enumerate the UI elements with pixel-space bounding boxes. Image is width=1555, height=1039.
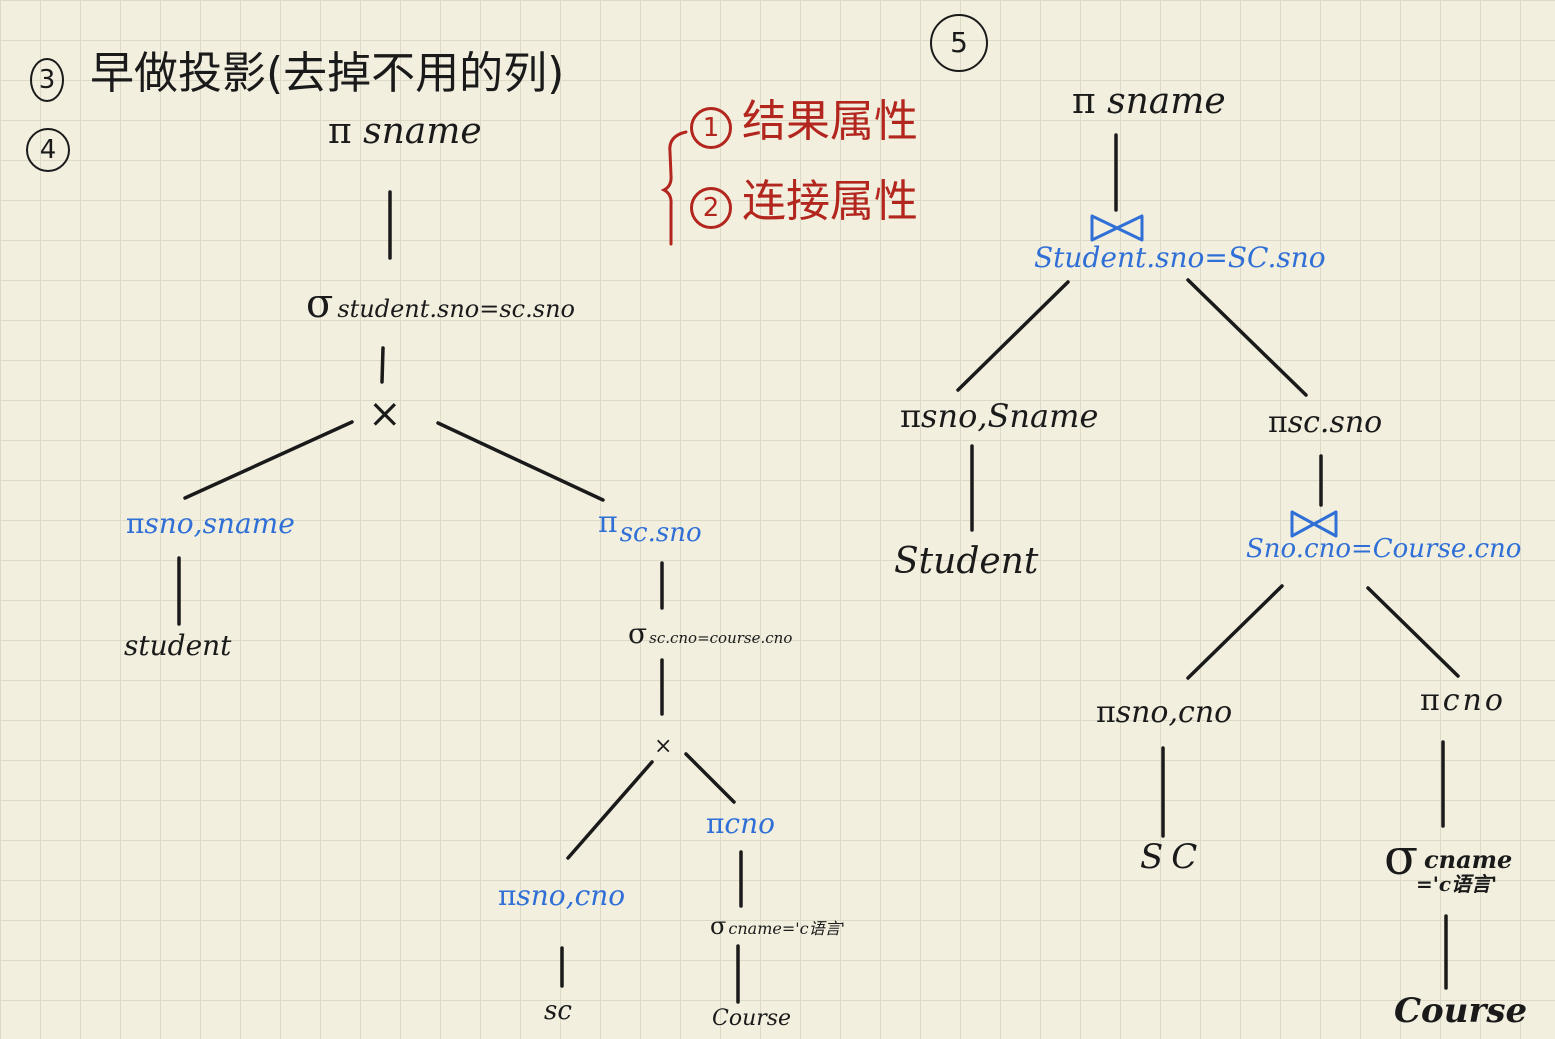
tree5-join-low-cond: Sno.cno=Course.cno xyxy=(1246,534,1522,564)
pi-symbol: π xyxy=(598,505,618,540)
pi-symbol: π xyxy=(900,397,922,435)
step4-marker: 4 xyxy=(26,128,70,172)
edge-4-product-right xyxy=(436,421,605,502)
tree5-left-project-attr: sno,Sname xyxy=(921,397,1099,435)
step3-heading: 3 早做投影(去掉不用的列) xyxy=(30,52,564,102)
step3-marker: 3 xyxy=(30,58,64,102)
tree5-course-select: σ xyxy=(1384,832,1418,882)
step3-title: 早做投影(去掉不用的列) xyxy=(90,48,565,99)
tree4-left-project: πsno,sname xyxy=(126,510,295,538)
tree5-left-project: πsno,Sname xyxy=(900,400,1098,432)
tree5-root-project-attr: sname xyxy=(1107,81,1226,122)
edge-5-join-courseproj xyxy=(1366,586,1460,678)
tree4-product-top: × xyxy=(368,391,402,437)
tree5-sc-project: πsno,cno xyxy=(1096,698,1232,728)
edge-4-product-courseproj xyxy=(684,752,736,804)
tree4-select-top-cond: student.sno=sc.sno xyxy=(337,295,575,323)
edge-5-join-right xyxy=(1186,278,1308,397)
tree5-right-project: πsc.sno xyxy=(1268,408,1382,438)
tree4-right-project: πsc.sno xyxy=(598,505,702,549)
pi-symbol: π xyxy=(706,807,725,840)
tree5-course-table: Course xyxy=(1394,991,1528,1031)
tree4-course-project: πcno xyxy=(706,810,775,838)
tree5-root-project: π sname xyxy=(1072,84,1226,120)
step5-marker: 5 xyxy=(930,14,988,72)
tree5-sc-table: SC xyxy=(1140,837,1206,877)
join-low-bowtie xyxy=(1290,510,1338,538)
pi-symbol: π xyxy=(328,111,352,152)
pi-symbol: π xyxy=(1420,683,1443,718)
sigma-symbol: σ xyxy=(628,617,648,650)
tree4-sc-table: sc xyxy=(544,996,572,1026)
sigma-symbol: σ xyxy=(710,912,727,940)
tree4-root-project: π sname xyxy=(328,114,482,150)
edge-5-join-scproj xyxy=(1186,584,1284,680)
pi-symbol: π xyxy=(498,879,517,912)
pi-symbol: π xyxy=(126,507,145,540)
tree4-root-project-attr: sname xyxy=(363,111,482,152)
tree4-product-low: × xyxy=(654,734,673,759)
tree4-course-project-attr: cno xyxy=(724,807,775,840)
pi-symbol: π xyxy=(1096,695,1116,730)
note-item-1-text: 结果属性 xyxy=(742,96,918,147)
tree5-sc-project-attr: sno,cno xyxy=(1115,695,1233,730)
edge-4-product-scproj xyxy=(566,760,654,860)
pi-symbol: π xyxy=(1268,405,1288,440)
tree4-course-table: Course xyxy=(712,1006,792,1031)
tree4-course-select-cond: cname='c语言' xyxy=(728,919,846,938)
note-item-2-marker: 2 xyxy=(690,187,732,229)
edge-4-product-left xyxy=(183,420,354,500)
note-item-1-marker: 1 xyxy=(690,107,732,149)
tree4-right-project-attr: sc.sno xyxy=(619,518,702,549)
pi-symbol: π xyxy=(1072,81,1096,122)
tree5-course-select-attr: cname xyxy=(1424,845,1513,874)
note-item-2-text: 连接属性 xyxy=(742,176,918,227)
tree4-select-mid-cond: sc.cno=course.cno xyxy=(649,629,793,647)
tree4-left-table: student xyxy=(124,629,232,662)
tree5-join-top-cond: Student.sno=SC.sno xyxy=(1034,241,1326,274)
tree4-left-project-attr: sno,sname xyxy=(144,507,295,540)
step5-heading: 5 xyxy=(930,14,988,72)
sigma-symbol: σ xyxy=(1384,828,1419,886)
tree4-sc-project: πsno,cno xyxy=(498,882,625,910)
tree5-left-table: Student xyxy=(894,541,1039,582)
tree5-course-project: πcno xyxy=(1420,686,1506,716)
tree4-sc-project-attr: sno,cno xyxy=(516,879,626,912)
tree5-course-project-attr: cno xyxy=(1442,683,1506,718)
edge-5-join-left xyxy=(956,280,1070,392)
notes-brace xyxy=(660,130,688,246)
step4-heading: 4 xyxy=(26,128,70,172)
edge-4-select-product xyxy=(380,346,385,384)
join-top-bowtie xyxy=(1090,214,1144,242)
sigma-symbol: σ xyxy=(306,281,334,327)
tree5-course-select-val: ='c语言' xyxy=(1416,872,1498,896)
tree5-right-project-attr: sc.sno xyxy=(1287,405,1383,440)
